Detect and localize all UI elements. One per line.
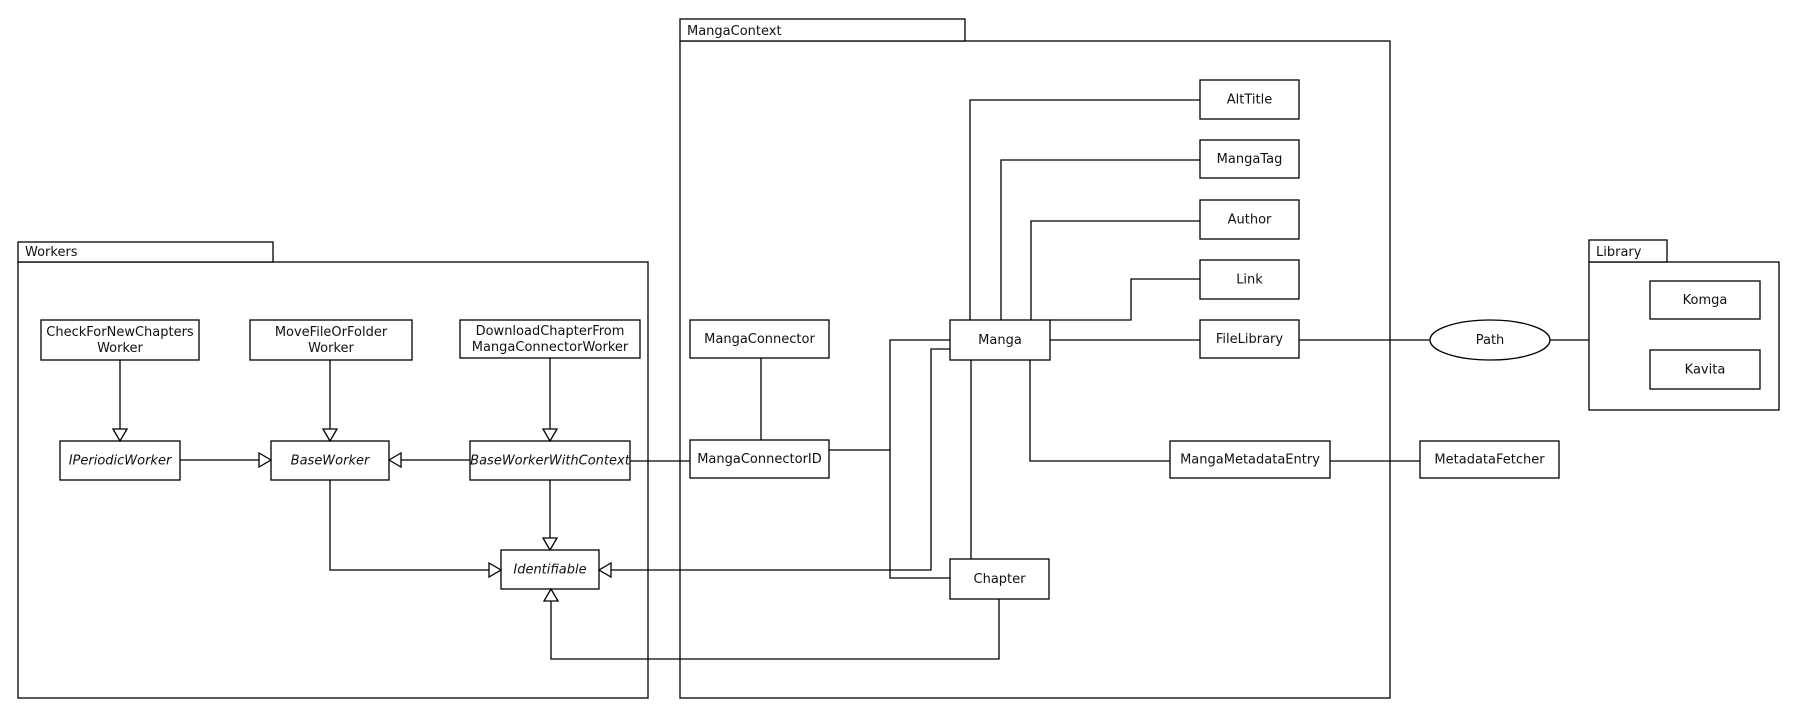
edge-manga-connector-id-to-manga (829, 339, 950, 451)
edge-manga-to-author (1030, 220, 1200, 320)
arrowhead-chapter-to-identifiable (542, 587, 560, 602)
arrowhead-base-worker-with-context-to-identifiable (541, 537, 559, 552)
node-file-library (1199, 319, 1300, 359)
node-alt-title (1199, 79, 1300, 120)
node-download-chapter-from-manga-connector-worker (459, 319, 641, 359)
node-metadata-fetcher (1419, 440, 1560, 479)
arrowhead-iperiodic-worker-to-base-worker (258, 451, 273, 469)
node-path-label: Path (1476, 333, 1505, 348)
package-workers-tab (17, 241, 274, 263)
node-manga-metadata-entry (1169, 440, 1331, 479)
node-manga (949, 319, 1051, 361)
edge-manga-to-identifiable (611, 348, 950, 571)
edge-manga-connector-id-to-chapter (889, 450, 950, 579)
node-base-worker-with-context-label: BaseWorkerWithContext (470, 454, 631, 469)
package-manga-context-label: MangaContext (687, 24, 782, 39)
arrowhead-check-for-new-chapters-worker-to-iperiodic-worker (111, 428, 129, 443)
arrowhead-base-worker-with-context-to-base-worker (387, 451, 402, 469)
node-move-file-or-folder-worker (249, 319, 413, 361)
node-manga-connector-label: MangaConnector (704, 332, 815, 347)
node-check-for-new-chapters-worker-label: Worker (97, 341, 143, 356)
node-author-label: Author (1228, 213, 1272, 228)
edge-manga-to-manga-metadata-entry (1029, 360, 1170, 462)
package-library-tab (1588, 239, 1668, 263)
node-manga-connector-id-label: MangaConnectorID (697, 452, 822, 467)
node-check-for-new-chapters-worker (40, 319, 200, 361)
node-manga-metadata-entry-label: MangaMetadataEntry (1180, 453, 1320, 468)
node-iperiodic-worker (59, 440, 181, 481)
node-base-worker-with-context (469, 440, 631, 481)
edge-base-worker-to-identifiable (329, 480, 489, 571)
node-manga-connector-id (689, 439, 830, 479)
node-manga-tag (1199, 139, 1300, 179)
node-author (1199, 199, 1300, 240)
arrowhead-download-chapter-from-manga-connector-worker-to-base-worker-with-context (541, 428, 559, 443)
node-manga-connector (689, 319, 830, 359)
node-download-chapter-from-manga-connector-worker-label: DownloadChapterFrom (476, 324, 625, 339)
node-base-worker (270, 440, 390, 481)
node-komga-label: Komga (1683, 293, 1728, 308)
edge-manga-to-manga-tag (1000, 159, 1200, 320)
package-library-label: Library (1596, 245, 1642, 260)
node-kavita (1649, 349, 1761, 390)
arrowhead-base-worker-to-identifiable (488, 561, 503, 579)
node-identifiable-label: Identifiable (513, 563, 586, 578)
node-kavita-label: Kavita (1685, 363, 1726, 378)
node-link-label: Link (1236, 273, 1263, 288)
arrowhead-move-file-or-folder-worker-to-base-worker (321, 428, 339, 443)
node-move-file-or-folder-worker-label: MoveFileOrFolder (275, 325, 388, 340)
node-link (1199, 259, 1300, 300)
package-workers-label: Workers (25, 245, 78, 260)
edge-manga-to-link (1050, 278, 1200, 321)
package-manga-context-tab (679, 18, 966, 42)
node-base-worker-label: BaseWorker (291, 454, 371, 469)
node-alt-title-label: AltTitle (1227, 93, 1272, 108)
node-download-chapter-from-manga-connector-worker-label: MangaConnectorWorker (472, 340, 629, 355)
edge-manga-to-alt-title (969, 99, 1200, 320)
node-check-for-new-chapters-worker-label: CheckForNewChapters (46, 325, 194, 340)
edge-chapter-to-identifiable (550, 599, 1000, 660)
node-manga-label: Manga (978, 333, 1022, 348)
arrowhead-manga-to-identifiable (597, 561, 612, 579)
node-metadata-fetcher-label: MetadataFetcher (1434, 453, 1545, 468)
node-iperiodic-worker-label: IPeriodicWorker (69, 454, 173, 469)
node-chapter-label: Chapter (974, 572, 1027, 587)
node-komga (1649, 280, 1761, 320)
node-path (1429, 319, 1551, 361)
node-move-file-or-folder-worker-label: Worker (308, 341, 354, 356)
node-chapter (949, 558, 1050, 600)
node-manga-tag-label: MangaTag (1217, 152, 1283, 167)
node-file-library-label: FileLibrary (1216, 332, 1284, 347)
